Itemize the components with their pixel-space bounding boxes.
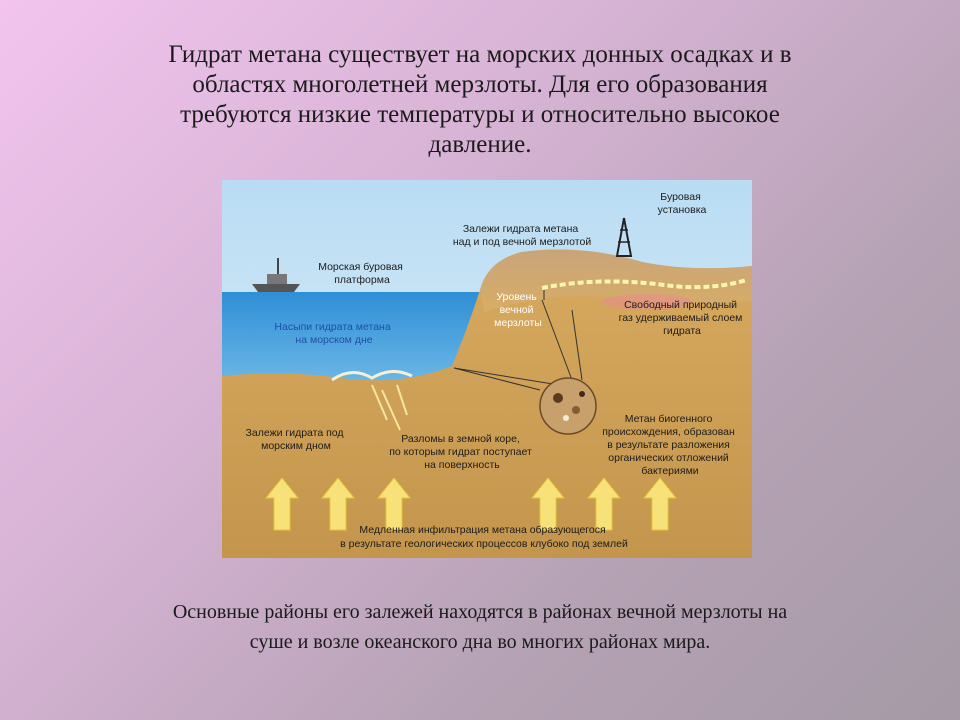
permafrost-hydrate-layer — [541, 278, 748, 290]
free-gas-zone — [602, 294, 692, 310]
upward-arrow — [530, 477, 566, 531]
sediment — [222, 249, 752, 558]
upward-arrow — [642, 477, 678, 531]
label-seabed-deposits: Залежи гидрата под морским дном — [246, 427, 347, 452]
magnified-sediment-circle — [539, 377, 597, 435]
label-permafrost-level: Уровень вечной мерзлоты — [494, 291, 542, 329]
sediment-grain — [579, 391, 585, 397]
title-line: давление. — [428, 131, 532, 158]
label-seafloor-mounds: Насыпи гидрата метана на морском дне — [274, 321, 393, 346]
seafloor-mounds — [331, 370, 413, 382]
label-deposits-permafrost: Залежи гидрата метана над и под вечной м… — [453, 223, 592, 248]
fault-lines — [371, 384, 408, 431]
label-free-gas: Свободный природный газ удерживаемый сло… — [619, 299, 746, 337]
title-line: областях многолетней мерзлоты. Для его о… — [192, 71, 768, 98]
ship-hull — [252, 284, 300, 292]
upward-arrow — [320, 477, 356, 531]
upward-arrow — [586, 477, 622, 531]
diagram-canvas: Буровая установка Залежи гидрата метана … — [222, 180, 752, 558]
label-biogenic-methane: Метан биогенного происхождения, образова… — [602, 413, 737, 477]
drill-rig-icon — [615, 217, 633, 257]
pointer-lines-right — [541, 290, 583, 381]
slide-footer-text: Основные районы его залежей находятся в … — [60, 597, 900, 657]
label-drill-rig: Буровая установка — [658, 191, 707, 216]
label-faults: Разломы в земной коре, по которым гидрат… — [389, 433, 535, 471]
footer-line: Основные районы его залежей находятся в … — [172, 601, 788, 623]
footer-line: суше и возле океанского дна во многих ра… — [249, 631, 711, 653]
label-infiltration: Медленная инфильтрация метана образующег… — [340, 524, 628, 550]
arrow-group — [264, 477, 678, 531]
upward-arrow — [264, 477, 300, 531]
sediment-grain — [563, 415, 569, 421]
title-line: требуются низкие температуры и относител… — [180, 101, 780, 128]
ship-cabin — [267, 274, 287, 284]
upward-arrow — [376, 477, 412, 531]
methane-hydrate-diagram: Буровая установка Залежи гидрата метана … — [222, 180, 752, 558]
label-sea-platform: Морская буровая платформа — [318, 261, 406, 286]
sediment-grain — [572, 406, 580, 414]
sediment-grain — [553, 393, 563, 403]
title-line: Гидрат метана существует на морских донн… — [168, 41, 792, 68]
slide-title: Гидрат метана существует на морских донн… — [60, 40, 900, 160]
